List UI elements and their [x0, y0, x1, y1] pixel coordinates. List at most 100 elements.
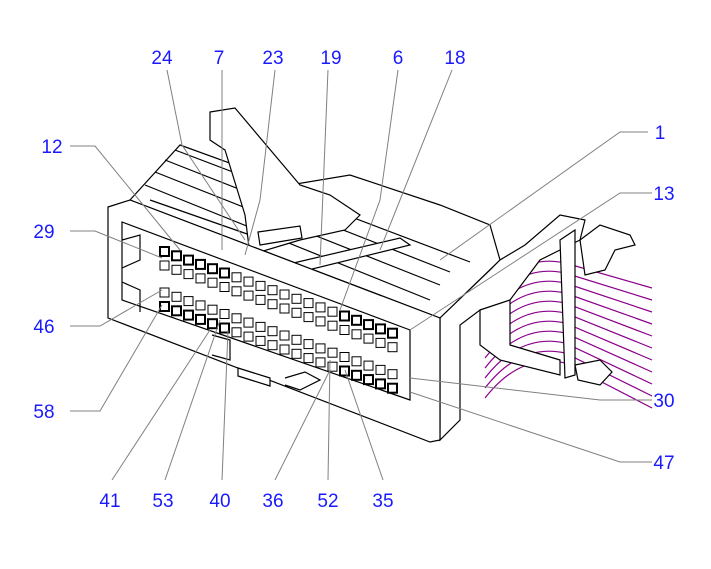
callout-label-47: 47: [653, 453, 674, 474]
leader-line-19: [319, 69, 329, 266]
pin-cavity: [159, 287, 170, 298]
pin-cavity: [375, 364, 386, 375]
pin-cavity: [303, 339, 314, 350]
pin-cavity: [375, 337, 386, 348]
pin-cavity: [207, 318, 218, 330]
pin-cavity: [243, 290, 254, 301]
pin-cavity: [387, 382, 398, 394]
pin-cavity: [363, 319, 374, 331]
leader-line-6: [339, 69, 399, 311]
leader-line-13: [409, 192, 652, 331]
pin-cavity: [267, 285, 278, 296]
pin-cavity: [375, 378, 386, 390]
pin-cavity: [159, 301, 170, 312]
pin-cavity: [219, 309, 230, 319]
pin-cavity: [195, 273, 206, 284]
pin-cavity: [219, 322, 230, 334]
pin-cavity: [303, 353, 314, 364]
connector-front-face: [121, 221, 411, 401]
pin-cavity: [183, 269, 194, 280]
pin-cavity: [315, 316, 326, 327]
pin-cavity: [303, 312, 314, 323]
pin-cavity: [219, 267, 230, 279]
callout-label-19: 19: [320, 48, 341, 69]
pin-cavity: [387, 342, 398, 353]
callout-label-36: 36: [262, 491, 283, 512]
leader-line-18: [379, 69, 453, 251]
pin-cavity: [159, 246, 170, 257]
pin-cavity: [231, 313, 242, 324]
leader-line-23: [244, 69, 276, 256]
pin-cavity: [351, 356, 362, 367]
pin-cavity: [207, 304, 218, 315]
callout-label-40: 40: [209, 491, 230, 512]
pin-cavity: [243, 331, 254, 342]
pin-cavity: [279, 289, 290, 300]
pin-cavity: [243, 317, 254, 328]
leader-line-12: [70, 145, 181, 251]
callout-label-6: 6: [393, 48, 404, 69]
pin-cavity: [279, 330, 290, 341]
callout-label-24: 24: [151, 48, 173, 69]
pin-cavity: [291, 307, 302, 318]
pin-cavity: [375, 323, 386, 335]
pin-cavity: [171, 264, 182, 275]
callout-label-58: 58: [33, 402, 54, 423]
leader-line-29: [70, 230, 163, 259]
pin-cavity: [207, 277, 218, 288]
pin-cavity: [291, 293, 302, 304]
callout-label-13: 13: [653, 184, 674, 205]
leader-line-46: [70, 289, 163, 327]
callout-label-12: 12: [41, 137, 62, 158]
connector-body: [107, 107, 636, 443]
callout-label-41: 41: [99, 491, 120, 512]
pin-cavity: [363, 374, 374, 386]
pin-cavity: [339, 325, 350, 335]
pin-cavity: [231, 286, 242, 297]
pin-cavity: [231, 327, 242, 338]
leader-line-58: [70, 304, 163, 412]
pin-cavity: [327, 320, 338, 331]
leader-line-53: [164, 319, 221, 481]
callout-label-30: 30: [653, 391, 674, 412]
leader-line-41: [111, 329, 211, 481]
pin-cavity: [243, 276, 254, 287]
pin-cavity: [291, 348, 302, 359]
pin-cavity: [351, 369, 362, 381]
callout-label-46: 46: [33, 317, 54, 338]
pin-cavity: [315, 343, 326, 354]
leader-line-52: [327, 359, 331, 481]
pin-cavity: [363, 333, 374, 344]
pin-cavity: [255, 280, 266, 291]
pin-cavity: [291, 334, 302, 345]
leader-line-36: [274, 369, 331, 481]
leader-line-24: [166, 69, 246, 241]
pin-cavity: [351, 329, 362, 340]
pin-cavity: [339, 365, 350, 377]
strain-relief-post: [559, 228, 576, 379]
pin-cavity: [387, 327, 398, 339]
pin-cavity: [219, 282, 230, 292]
pin-cavity: [255, 294, 266, 305]
pin-cavity: [195, 313, 206, 325]
pin-cavity: [267, 326, 278, 337]
callout-label-35: 35: [372, 491, 393, 512]
pin-cavity: [279, 303, 290, 314]
pin-cavity: [231, 272, 242, 283]
pin-cavity: [303, 298, 314, 309]
pin-cavity: [327, 361, 338, 372]
pin-cavity: [279, 344, 290, 355]
pin-cavity: [327, 347, 338, 358]
pin-cavity: [171, 305, 182, 317]
callout-label-7: 7: [214, 48, 225, 69]
callout-label-53: 53: [152, 491, 173, 512]
pin-cavity: [387, 369, 398, 380]
callout-label-23: 23: [262, 48, 283, 69]
pin-cavity: [195, 258, 206, 270]
pin-cavity: [171, 291, 182, 302]
pin-cavity: [363, 360, 374, 371]
pin-cavity: [171, 250, 182, 262]
